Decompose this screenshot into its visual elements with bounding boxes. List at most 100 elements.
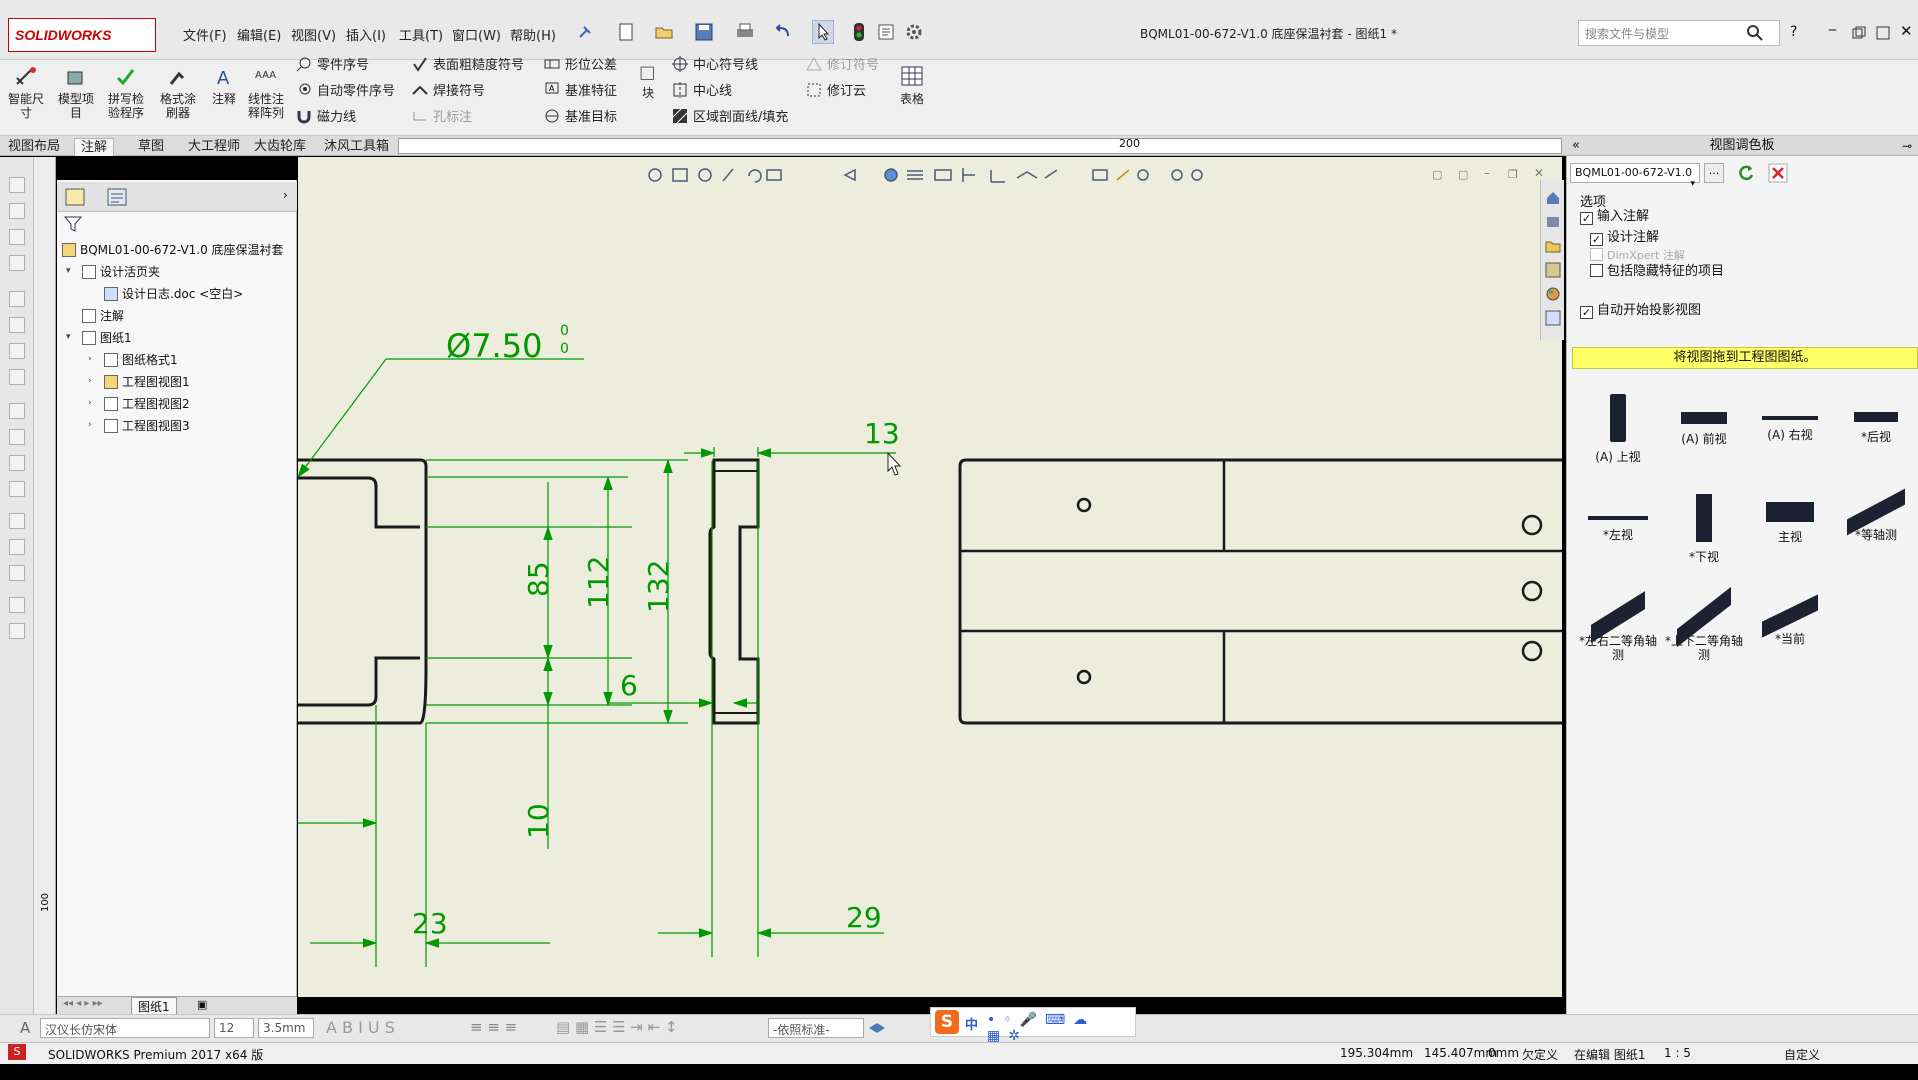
tree-item-drawing-view3[interactable]: 工程图视图3 (104, 416, 190, 436)
offset-tool-icon[interactable] (9, 317, 25, 333)
mirror-tool-icon[interactable] (9, 343, 25, 359)
drawing-sheet[interactable] (298, 157, 1562, 997)
layer-icon[interactable] (868, 1020, 886, 1036)
ime-tool-icons[interactable]: •◦🎤⌨☁▦✲ (987, 1012, 1096, 1044)
units-custom[interactable]: 自定义 (1784, 1048, 1821, 1062)
view-thumb-left[interactable]: *左视 (1578, 494, 1658, 542)
fillet-tool-icon[interactable] (9, 369, 25, 385)
linear-note-pattern-button[interactable]: AAA 线性注释阵列 (244, 64, 288, 120)
menu-window[interactable]: 窗口(W) (452, 29, 501, 44)
rectangle-tool-icon[interactable] (9, 203, 25, 219)
pin-icon[interactable] (575, 22, 595, 42)
view-thumb-bottom[interactable]: *下视 (1664, 494, 1744, 564)
menu-help[interactable]: 帮助(H) (510, 29, 556, 44)
tree-item-drawing-view2[interactable]: 工程图视图2 (104, 394, 190, 414)
menu-edit[interactable]: 编辑(E) (237, 29, 282, 44)
model-items-button[interactable]: 模型项目 (54, 64, 98, 120)
palette-document-select[interactable]: BQML01-00-672-V1.0 ▾ (1570, 163, 1700, 189)
save-icon[interactable] (694, 22, 714, 42)
view-palette-icon[interactable] (1545, 262, 1561, 278)
ime-mode[interactable]: 中 (965, 1018, 979, 1033)
view-thumb-main[interactable]: 主视 (1750, 494, 1830, 544)
tree-toggle-1[interactable]: ▾ (66, 266, 71, 276)
line-tool-icon[interactable] (9, 177, 25, 193)
hatch-tool-icon[interactable] (9, 597, 25, 613)
arc-tool-icon[interactable] (9, 255, 25, 271)
sheet-tab-1[interactable]: 图纸1 (131, 997, 177, 1016)
restore-icon[interactable] (1852, 26, 1866, 40)
format-painter-button[interactable]: 格式涂刷器 (156, 64, 200, 120)
search-input[interactable]: 搜索文件与模型 (1578, 20, 1780, 46)
datum-target-button[interactable]: 基准目标 (544, 108, 617, 128)
window-restore-icon[interactable] (1876, 26, 1890, 40)
menu-tools[interactable]: 工具(T) (399, 29, 444, 44)
font-size-select[interactable]: 12 (214, 1018, 254, 1038)
tab-sketch[interactable]: 草图 (138, 139, 165, 154)
slot-tool-icon[interactable] (9, 565, 25, 581)
view-thumb-dimetric-lr[interactable]: *左右二等角轴测 (1578, 591, 1658, 662)
menu-file[interactable]: 文件(F) (183, 29, 227, 44)
trim-tool-icon[interactable] (9, 291, 25, 307)
sheet-scale[interactable]: 1 : 5 (1664, 1046, 1691, 1060)
print-icon[interactable] (734, 22, 756, 42)
check-import-annotations[interactable]: ✓输入注解 (1580, 208, 1649, 226)
revision-cloud-button[interactable]: 修订云 (806, 82, 866, 102)
weld-symbol-button[interactable]: 焊接符号 (412, 82, 485, 102)
file-properties-icon[interactable] (876, 22, 896, 42)
alignment-icons[interactable]: ≡ ≡ ≡ (470, 1018, 518, 1036)
sheet-nav-icon[interactable]: ◂◂ ◂ ▸ ▸▸ (63, 998, 103, 1009)
view-thumb-back[interactable]: *后视 (1836, 394, 1916, 444)
select-icon[interactable] (812, 20, 834, 44)
tree-toggle-sheet[interactable]: ▾ (66, 332, 71, 342)
block-button[interactable]: 块 (636, 64, 660, 100)
area-hatch-button[interactable]: 区域剖面线/填充 (672, 108, 788, 128)
magnetic-line-button[interactable]: 磁力线 (296, 108, 356, 128)
traffic-light-icon[interactable] (852, 22, 866, 42)
table-tool-icon[interactable] (9, 623, 25, 639)
tree-toggle-format[interactable]: › (88, 354, 92, 364)
list-indent-icons[interactable]: ▤ ▦ ☰ ☰ ⇥ ⇤ ↕ (556, 1018, 678, 1036)
tree-toggle-view1[interactable]: › (88, 376, 92, 386)
tree-item-drawing-view1[interactable]: 工程图视图1 (104, 372, 190, 392)
add-sheet-icon[interactable]: ▣ (197, 998, 208, 1011)
ime-toolbar[interactable]: S 中 •◦🎤⌨☁▦✲ (930, 1007, 1136, 1044)
point-tool-icon[interactable] (9, 481, 25, 497)
pin-pane-icon[interactable]: ⊸ (1901, 139, 1912, 153)
filter-icon[interactable] (64, 216, 82, 232)
tree-toggle-view2[interactable]: › (88, 398, 92, 408)
check-dimxpert-annotations[interactable]: DimXpert 注解 (1590, 247, 1685, 265)
tree-item-design-log[interactable]: 设计日志.doc <空白> (104, 284, 243, 304)
centerline-button[interactable]: 中心线 (672, 82, 732, 102)
chevron-right-icon[interactable]: › (283, 188, 288, 202)
view-thumb-top[interactable]: (A) 上视 (1578, 394, 1658, 464)
view-thumb-right[interactable]: (A) 右视 (1750, 394, 1830, 442)
surface-finish-button[interactable]: 表面粗糙度符号 (412, 56, 524, 76)
new-document-icon[interactable] (616, 22, 636, 42)
viewport-close-icon[interactable]: ✕ (1534, 166, 1545, 180)
browse-button[interactable]: ... (1704, 163, 1724, 183)
tree-item-design-binder[interactable]: 设计活页夹 (82, 262, 160, 282)
tree-root[interactable]: BQML01-00-672-V1.0 底座保温衬套 (62, 240, 284, 260)
tree-item-annotations[interactable]: 注解 (82, 306, 124, 326)
check-design-annotations[interactable]: ✓设计注解 (1590, 229, 1659, 247)
relation-tool-icon[interactable] (9, 429, 25, 445)
text-format-icons[interactable]: A B I U S (326, 1018, 395, 1037)
tab-engineer[interactable]: 大工程师 (188, 139, 241, 154)
spell-check-button[interactable]: 拼写检验程序 (104, 64, 148, 120)
tab-gear-library[interactable]: 大齿轮库 (254, 139, 307, 154)
tree-item-sheet1[interactable]: 图纸1 (82, 328, 132, 348)
open-folder-icon[interactable] (654, 22, 676, 42)
options-gear-icon[interactable] (904, 22, 924, 42)
viewport-split-icon[interactable]: ▢ (1432, 168, 1443, 181)
tree-item-sheet-format[interactable]: 图纸格式1 (104, 350, 178, 370)
smart-dimension-button[interactable]: 智能尺寸 (4, 64, 48, 120)
standard-select[interactable]: -依照标准- (768, 1018, 864, 1038)
help-icon[interactable]: ? (1790, 24, 1798, 40)
viewport-minimize-icon[interactable]: – (1484, 166, 1490, 180)
undo-icon[interactable] (772, 22, 794, 42)
viewport-link-icon[interactable]: ▢ (1458, 168, 1469, 181)
check-auto-projected-view[interactable]: ✓自动开始投影视图 (1580, 302, 1701, 320)
appearances-icon[interactable] (1545, 286, 1561, 302)
file-explorer-icon[interactable] (1545, 238, 1561, 254)
clear-icon[interactable] (1768, 163, 1788, 183)
